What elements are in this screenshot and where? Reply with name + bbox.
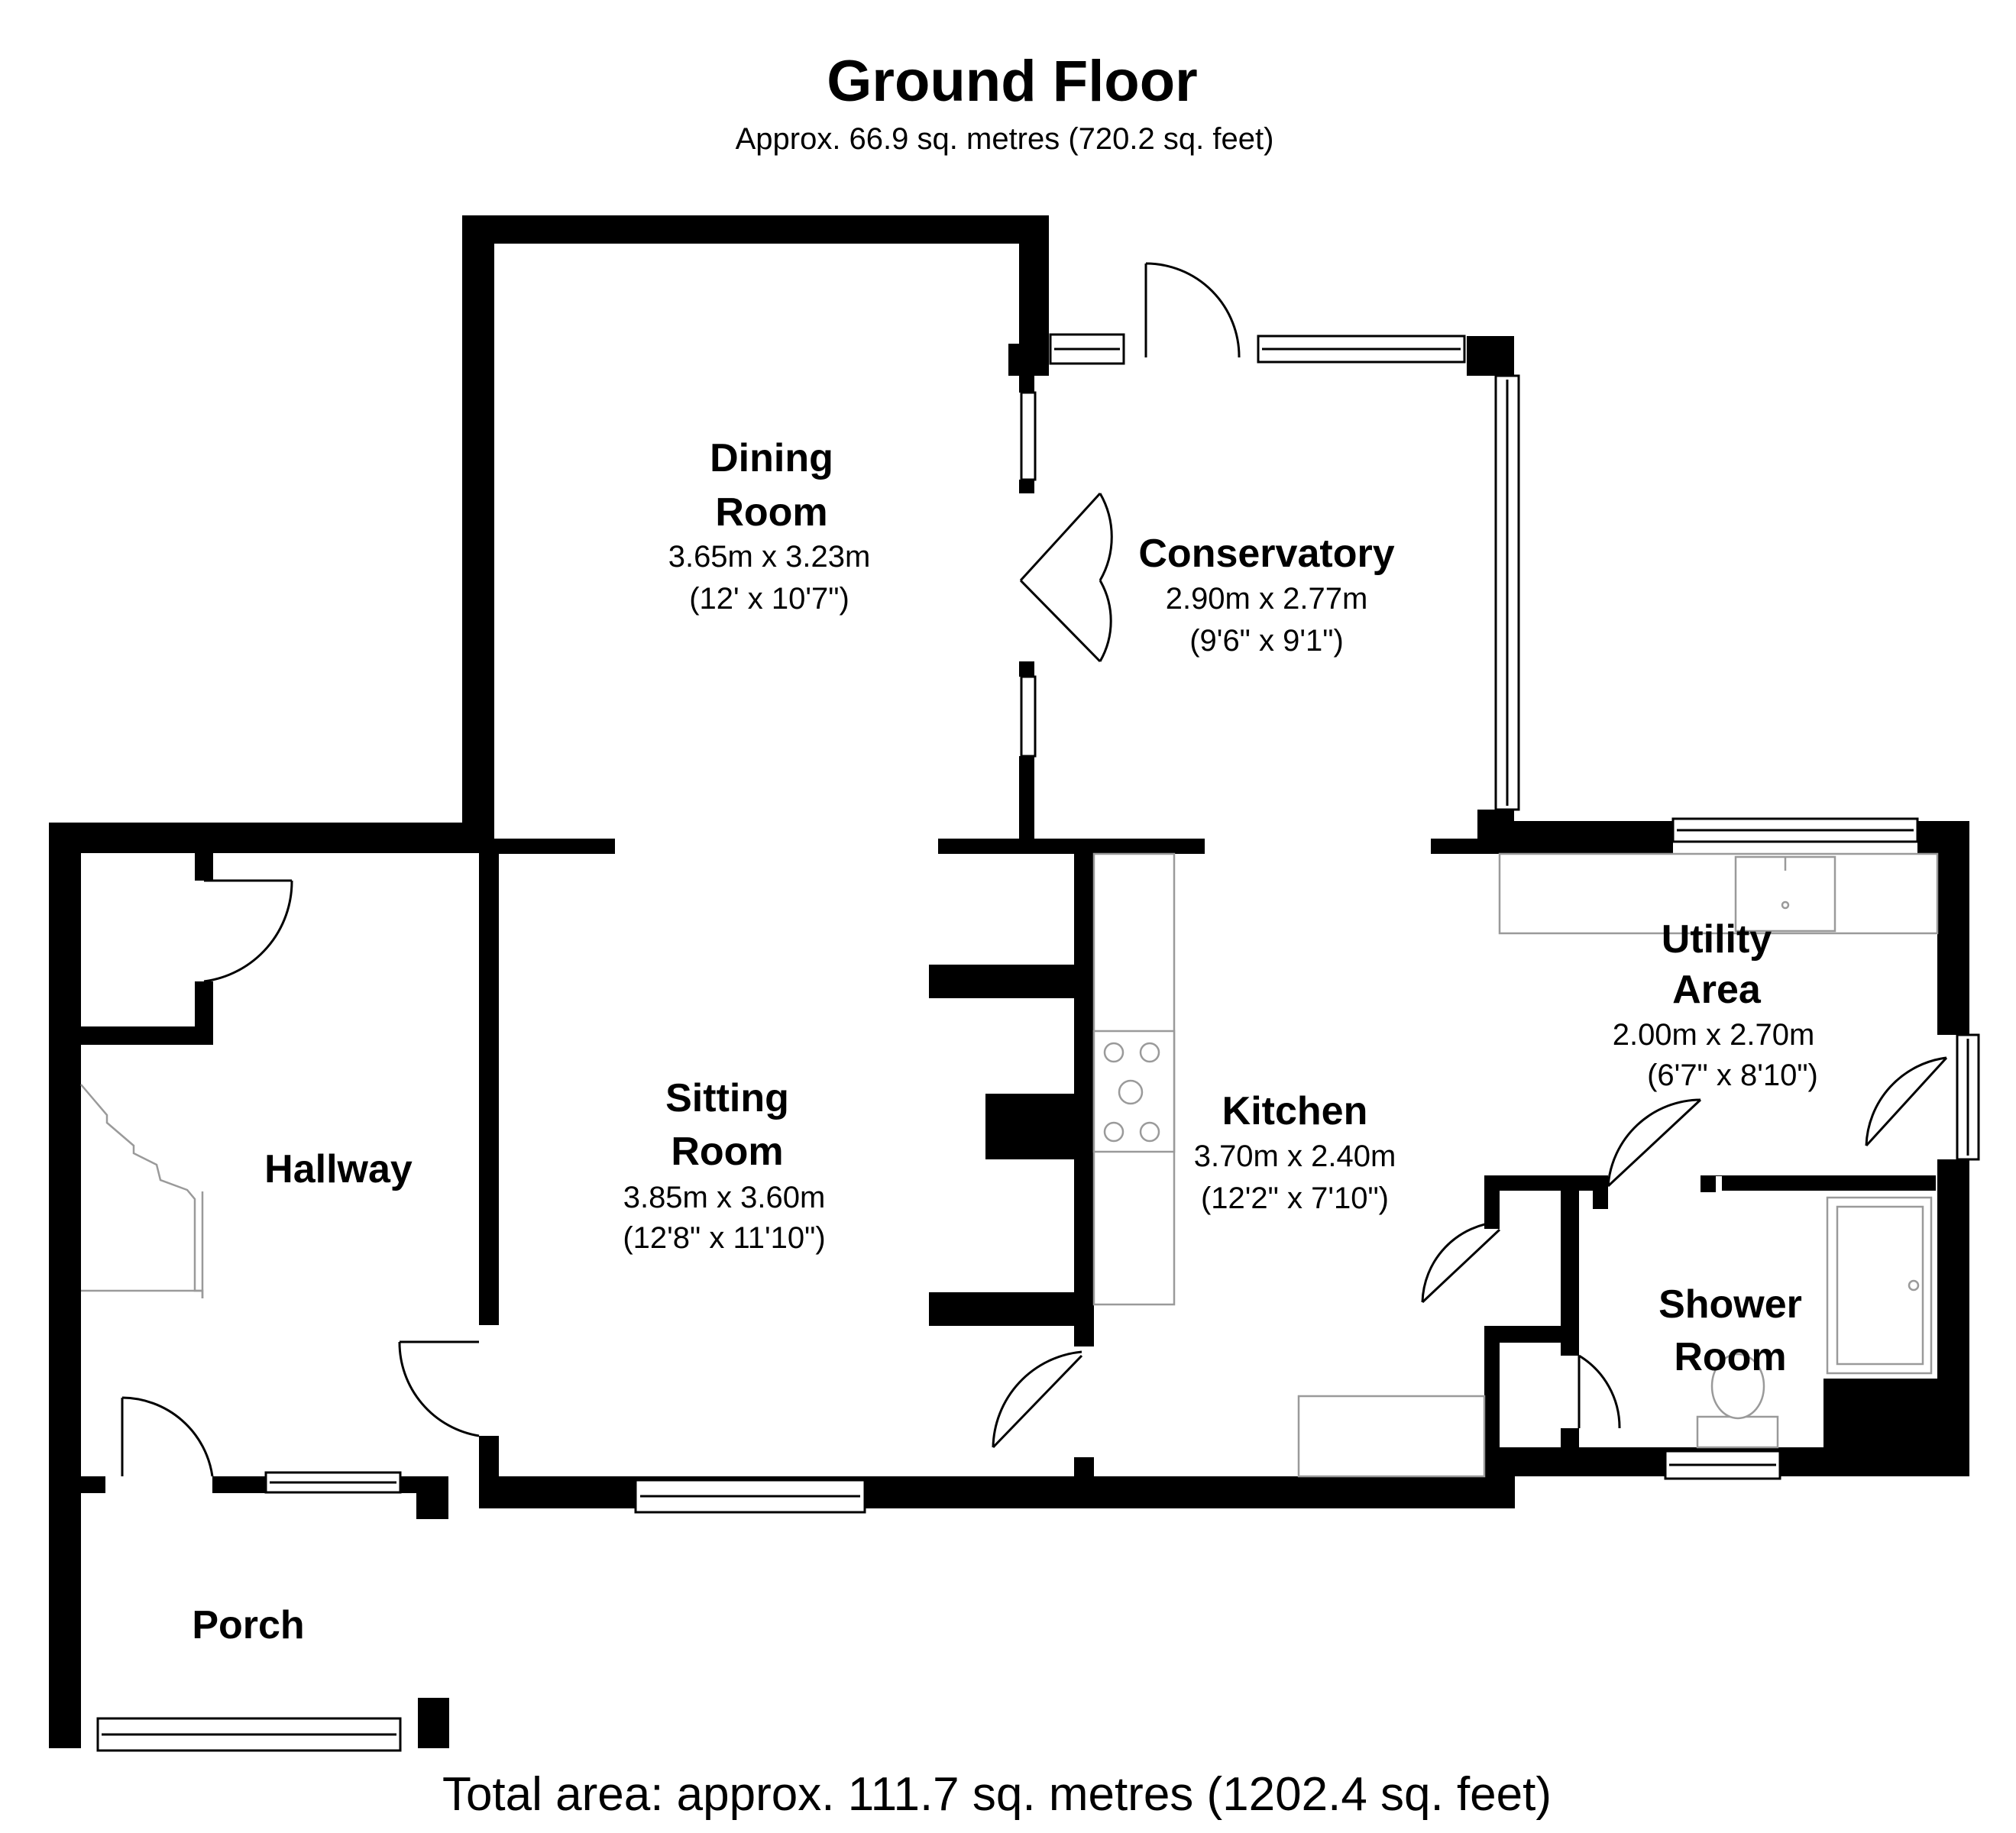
room-metric: 3.65m x 3.23m [668, 540, 871, 574]
room-metric: 3.70m x 2.40m [1194, 1140, 1396, 1173]
room-metric: 2.90m x 2.77m [1166, 582, 1368, 616]
room-name: Dining [710, 436, 833, 480]
room-imperial: (12' x 10'7") [689, 582, 849, 616]
room-sitting: Sitting Room 3.85m x 3.60m (12'8" x 11'1… [623, 1076, 825, 1255]
room-name: Room [671, 1130, 783, 1174]
room-name: Room [1674, 1335, 1786, 1379]
room-imperial: (9'6" x 9'1") [1189, 624, 1344, 658]
room-name: Kitchen [1222, 1089, 1368, 1133]
room-imperial: (12'2" x 7'10") [1201, 1182, 1389, 1215]
total-area: Total area: approx. 111.7 sq. metres (12… [442, 1768, 1552, 1821]
room-conservatory: Conservatory 2.90m x 2.77m (9'6" x 9'1") [1138, 532, 1394, 658]
room-name: Utility [1662, 917, 1772, 962]
room-metric: 3.85m x 3.60m [623, 1181, 826, 1214]
room-kitchen: Kitchen 3.70m x 2.40m (12'2" x 7'10") [1194, 1089, 1396, 1215]
room-name: Sitting [665, 1076, 789, 1120]
plan-subtitle: Approx. 66.9 sq. metres (720.2 sq. feet) [736, 122, 1274, 156]
room-name: Hallway [264, 1147, 413, 1191]
windows [96, 333, 1980, 1752]
room-name: Room [715, 490, 827, 535]
room-imperial: (12'8" x 11'10") [623, 1221, 825, 1255]
room-imperial: (6'7" x 8'10") [1647, 1059, 1818, 1092]
fixtures [80, 852, 1939, 1478]
room-utility: Utility Area 2.00m x 2.70m (6'7" x 8'10"… [1613, 917, 1818, 1092]
room-name: Area [1672, 968, 1762, 1012]
room-shower: Shower Room [1658, 1282, 1802, 1379]
room-dining: Dining Room 3.65m x 3.23m (12' x 10'7") [668, 436, 871, 616]
plan-title: Ground Floor [827, 49, 1197, 114]
plan-header: Ground Floor Approx. 66.9 sq. metres (72… [736, 49, 1274, 156]
room-name: Porch [192, 1603, 304, 1647]
room-porch: Porch [192, 1603, 304, 1647]
doors [121, 262, 1948, 1477]
room-name: Shower [1658, 1282, 1802, 1327]
room-hallway: Hallway [264, 1147, 413, 1191]
walls [49, 215, 1969, 1748]
room-name: Conservatory [1138, 532, 1394, 576]
room-metric: 2.00m x 2.70m [1613, 1018, 1815, 1052]
